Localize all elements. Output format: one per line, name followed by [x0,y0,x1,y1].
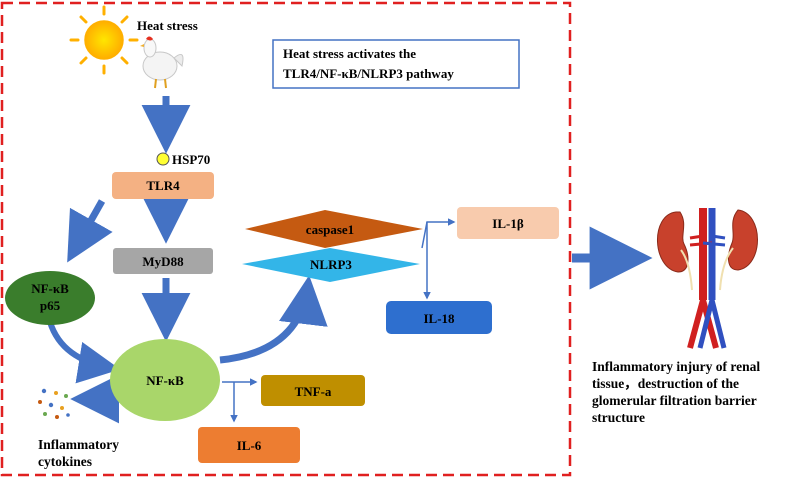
tnfa-node [261,375,365,406]
hsp70-label: HSP70 [172,152,210,167]
caspase1-node [245,210,423,248]
nfkb-p65-label-line2: p65 [40,298,61,313]
pathway-title-line1: Heat stress activates the [283,46,416,61]
chicken-icon [140,36,184,89]
nfkb-p65-label-line1: NF-κB [31,281,69,296]
nfkb-node [110,339,220,421]
il1b-node [457,207,559,239]
myd88-label: MyD88 [142,254,184,269]
pathway-frame [0,1,572,477]
cytokines-label: Inflammatory cytokines [38,436,119,470]
il18-label: IL-18 [423,311,455,326]
il6-node [198,427,300,463]
outcome-label: Inflammatory injury of renal tissue，dest… [592,358,760,426]
arrow-nfkb-to-nlrp3 [219,275,328,364]
sun-icon [69,5,139,75]
il18-node [386,301,492,334]
kidney-icon [657,208,758,349]
arrow-tlr4-to-p65 [67,199,113,263]
cytokine-dots-icon [38,388,70,419]
outcome-label-line4: structure [592,410,645,425]
heat-stress-label: Heat stress [137,18,198,33]
tlr4-label: TLR4 [146,178,180,193]
pathway-title-box [272,39,520,89]
tnfa-label: TNF-a [295,384,332,399]
nlrp3-label: NLRP3 [310,257,352,272]
outcome-label-line3: glomerular filtration barrier [592,393,757,408]
tlr4-node [112,172,214,199]
il1b-label: IL-1β [492,216,524,231]
outcome-label-line1: Inflammatory injury of renal [592,359,761,374]
arrow-p65-to-nfkb [47,321,121,384]
myd88-node [113,248,213,274]
cytokines-label-line2: cytokines [38,454,92,469]
hsp70-marker [156,152,170,166]
nlrp3-node [242,248,420,282]
outcome-label-line2: tissue，destruction of the [592,376,739,391]
nfkb-p65-node [5,271,95,325]
il6-label: IL-6 [237,438,262,453]
caspase1-label: caspase1 [306,222,354,237]
arrows [47,96,653,424]
cytokines-label-line1: Inflammatory [38,437,119,452]
pathway-title-line2: TLR4/NF-κB/NLRP3 pathway [283,66,454,81]
nfkb-label: NF-κB [146,373,184,388]
